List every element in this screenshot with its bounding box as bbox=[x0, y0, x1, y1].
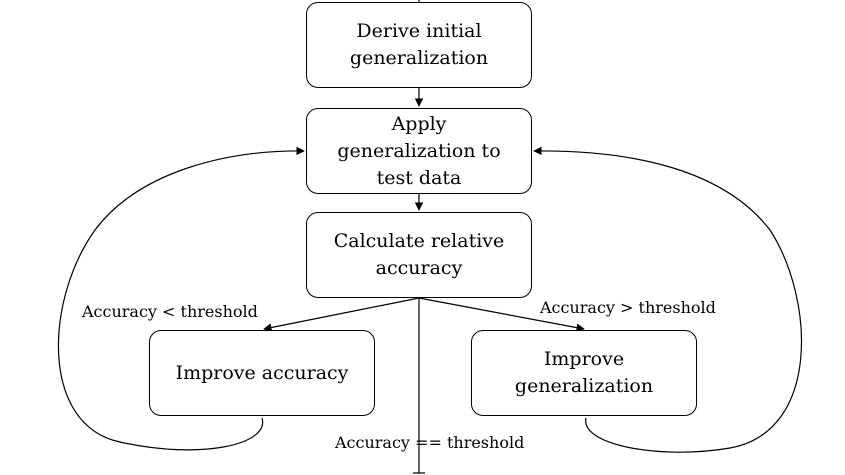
loop-improve-accuracy-to-apply bbox=[57, 146, 305, 451]
arrow-calc-to-improve-accuracy bbox=[263, 297, 420, 332]
loop-improve-generalization-to-apply bbox=[533, 146, 803, 453]
apply-node-label: Apply generalization to test data bbox=[337, 112, 501, 189]
improve-generalization-node: Improve generalization bbox=[471, 330, 697, 416]
derive-node-label: Derive initial generalization bbox=[349, 20, 489, 69]
derive-initial-generalization-node: Derive initial generalization bbox=[306, 2, 532, 88]
calculate-accuracy-node: Calculate relative accuracy bbox=[306, 212, 532, 298]
calculate-node-label: Calculate relative accuracy bbox=[333, 230, 505, 279]
edge-label-equal: Accuracy == threshold bbox=[335, 433, 525, 452]
edge-label-greater-than: Accuracy > threshold bbox=[540, 298, 716, 317]
arrow-calc-to-improve-generalization bbox=[418, 297, 585, 332]
improve-accuracy-label: Improve accuracy bbox=[175, 361, 349, 384]
improve-accuracy-node: Improve accuracy bbox=[149, 330, 375, 416]
edge-label-less-than: Accuracy < threshold bbox=[82, 302, 258, 321]
improve-generalization-label: Improve generalization bbox=[514, 348, 654, 397]
apply-generalization-node: Apply generalization to test data bbox=[306, 108, 532, 194]
